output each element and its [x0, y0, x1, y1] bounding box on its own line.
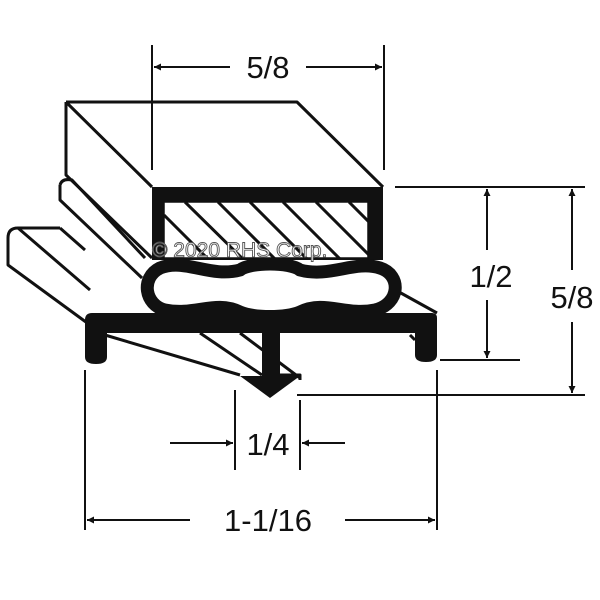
dimension-label: 1/2 [469, 259, 512, 294]
dimension-right-heights: 1/2 5/8 [297, 186, 594, 396]
magnet-hatching [164, 202, 368, 258]
dimension-top-width: 5/8 [151, 45, 385, 170]
dimension-label: 5/8 [550, 280, 593, 315]
gasket-bulb [140, 257, 402, 323]
copyright-watermark: © 2020 RHS Corp. [152, 239, 327, 262]
dimension-label: 1/4 [246, 427, 289, 462]
dimension-dart-width: 1/4 [170, 390, 345, 470]
gasket-base-flange [85, 313, 437, 398]
dimension-label: 1-1/16 [224, 503, 312, 538]
dimension-label: 5/8 [246, 50, 289, 85]
dimension-overall-width: 1-1/16 [84, 370, 438, 538]
